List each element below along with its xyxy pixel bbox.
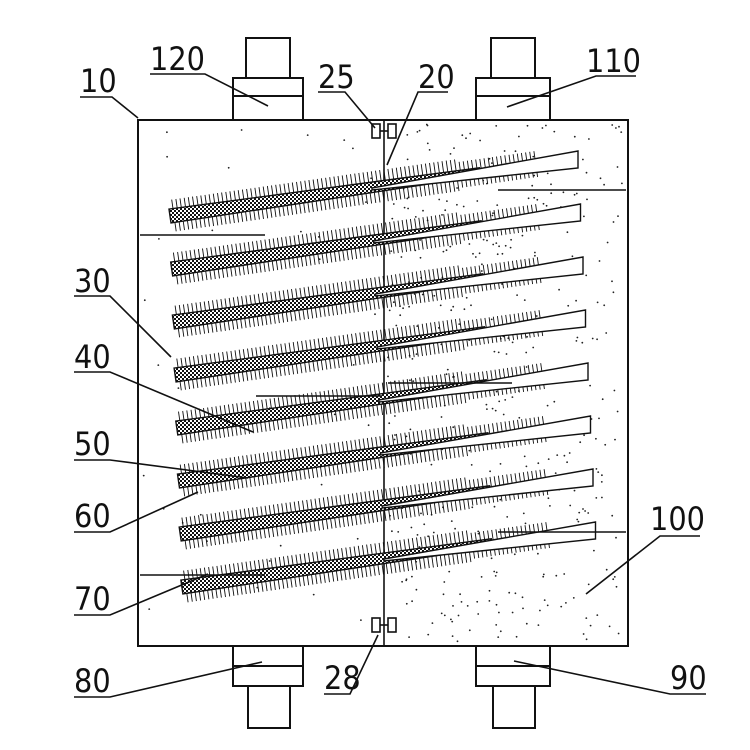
plate-electrode bbox=[371, 150, 579, 191]
electrode-stack bbox=[168, 150, 597, 603]
plate-electrode bbox=[376, 309, 587, 350]
label-20: 20 bbox=[418, 58, 455, 96]
label-28: 28 bbox=[324, 659, 361, 697]
top-clamp bbox=[371, 123, 397, 139]
plate-electrode bbox=[374, 256, 584, 297]
label-25: 25 bbox=[318, 58, 355, 96]
leader-lines bbox=[74, 73, 706, 698]
mesh-electrode bbox=[168, 167, 482, 224]
label-110: 110 bbox=[586, 42, 641, 80]
bottom-right-terminal bbox=[475, 645, 551, 729]
label-60: 60 bbox=[74, 497, 111, 535]
label-10: 10 bbox=[80, 62, 117, 100]
plate-electrode bbox=[383, 521, 597, 562]
mesh-electrode bbox=[169, 220, 484, 277]
top-right-terminal bbox=[475, 37, 551, 121]
top-left-terminal bbox=[232, 37, 304, 121]
label-120: 120 bbox=[150, 40, 205, 78]
mesh-electrode bbox=[171, 273, 485, 330]
electrode-pair bbox=[173, 309, 587, 391]
label-100: 100 bbox=[650, 500, 705, 538]
callout-labels: 10 120 25 20 110 30 40 50 60 70 80 28 90… bbox=[74, 40, 707, 700]
label-40: 40 bbox=[74, 338, 111, 376]
plate-electrode bbox=[373, 203, 582, 244]
bottom-clamp bbox=[371, 617, 397, 633]
electrode-pair bbox=[168, 150, 579, 232]
electrode-pair bbox=[169, 203, 582, 285]
label-80: 80 bbox=[74, 662, 111, 700]
label-70: 70 bbox=[74, 580, 111, 618]
electrode-pair bbox=[180, 521, 597, 603]
electrode-pair bbox=[178, 468, 594, 550]
flow-lines bbox=[140, 189, 626, 576]
mesh-electrode bbox=[175, 379, 489, 436]
bottom-left-terminal bbox=[232, 645, 304, 729]
mesh-electrode bbox=[176, 432, 490, 489]
plate-electrode bbox=[379, 415, 592, 456]
label-90: 90 bbox=[670, 659, 707, 697]
mesh-electrode bbox=[173, 326, 487, 383]
label-30: 30 bbox=[74, 262, 111, 300]
electrode-pair bbox=[176, 415, 592, 497]
mesh-electrode bbox=[178, 485, 492, 542]
plate-electrode bbox=[381, 468, 594, 509]
mesh-electrode bbox=[180, 538, 494, 595]
label-50: 50 bbox=[74, 425, 111, 463]
electrode-pair bbox=[175, 362, 589, 444]
electrode-pair bbox=[171, 256, 584, 338]
